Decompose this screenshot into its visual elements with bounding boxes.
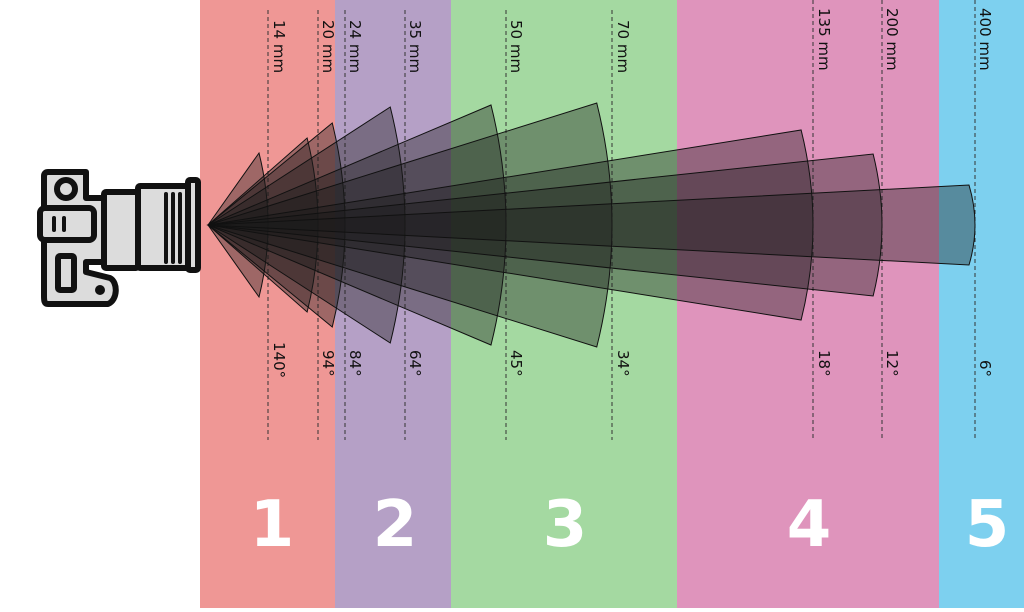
angle-of-view-labels: 140° 94° 84° 64° 45° 34° 18° 12° 6° bbox=[270, 342, 994, 378]
zone-number-5: 5 bbox=[965, 488, 1010, 562]
field-of-view-cone bbox=[207, 122, 346, 328]
focal-length-labels: 14 mm 20 mm 24 mm 35 mm 50 mm 70 mm 135 … bbox=[270, 8, 994, 73]
zone-number-4: 4 bbox=[787, 488, 832, 562]
zone-number-1: 1 bbox=[250, 488, 295, 562]
field-of-view-cone bbox=[207, 129, 814, 321]
zone-4-band bbox=[677, 0, 939, 608]
focal-label-20: 20 mm bbox=[319, 20, 337, 73]
angle-label-18: 18° bbox=[815, 350, 833, 377]
focal-label-24: 24 mm bbox=[346, 20, 364, 73]
angle-label-6: 6° bbox=[976, 360, 994, 377]
focal-label-70: 70 mm bbox=[614, 20, 632, 73]
zone-number-3: 3 bbox=[543, 488, 588, 562]
angle-label-45: 45° bbox=[507, 350, 525, 377]
zone-5-band bbox=[939, 0, 1024, 608]
zone-2-band bbox=[335, 0, 451, 608]
zone-3-band bbox=[451, 0, 677, 608]
field-of-view-cone bbox=[207, 184, 976, 266]
field-of-view-cone bbox=[207, 153, 883, 297]
focal-label-200: 200 mm bbox=[883, 8, 901, 71]
camera-icon bbox=[37, 169, 201, 307]
field-of-view-cone bbox=[207, 151, 269, 299]
field-of-view-cone bbox=[206, 104, 507, 346]
focal-label-400: 400 mm bbox=[976, 8, 994, 71]
focal-label-35: 35 mm bbox=[406, 20, 424, 73]
angle-label-64: 64° bbox=[406, 350, 424, 377]
angle-label-34: 34° bbox=[614, 350, 632, 377]
field-of-view-cone bbox=[207, 137, 319, 313]
angle-label-140: 140° bbox=[270, 342, 288, 378]
focal-label-50: 50 mm bbox=[507, 20, 525, 73]
field-of-view-cones bbox=[206, 102, 976, 348]
zone-number-2: 2 bbox=[373, 488, 418, 562]
field-of-view-cone bbox=[207, 106, 406, 344]
angle-label-84: 84° bbox=[346, 350, 364, 377]
angle-label-94: 94° bbox=[319, 350, 337, 377]
focal-label-135: 135 mm bbox=[815, 8, 833, 71]
angle-label-12: 12° bbox=[883, 350, 901, 377]
zone-bands bbox=[200, 0, 1024, 608]
field-of-view-cone bbox=[206, 102, 613, 348]
zone-numbers: 1 2 3 4 5 bbox=[250, 488, 1010, 562]
focal-label-14: 14 mm bbox=[270, 20, 288, 73]
